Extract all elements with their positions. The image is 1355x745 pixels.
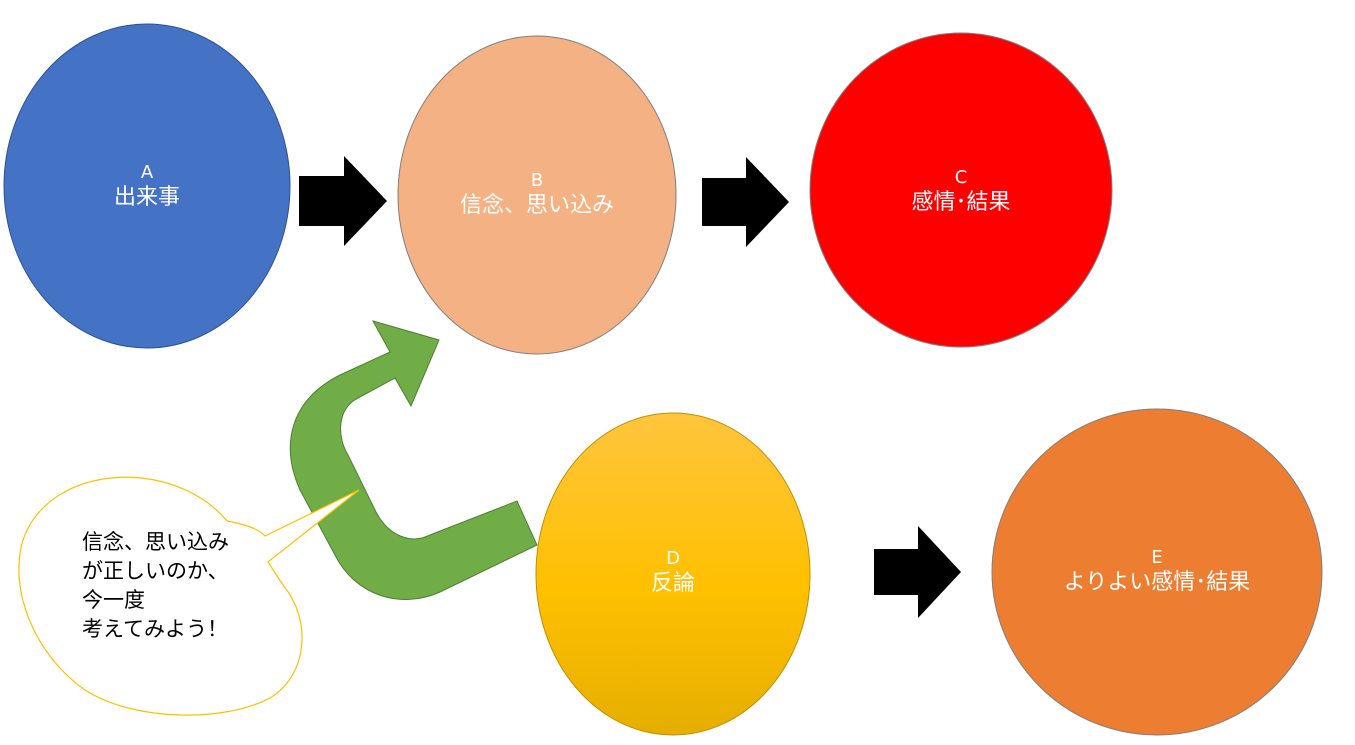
arrow-b-to-c [702,157,789,247]
node-a-letter: A [140,162,154,183]
node-b-letter: B [530,170,544,191]
node-b-circle [397,35,677,355]
node-e-label: E よりよい感情･結果 [1012,540,1302,604]
node-a-circle [3,23,291,349]
node-d-letter: D [666,548,680,569]
node-b-label: B 信念、思い込み [417,163,657,227]
node-d-label: D 反論 [573,541,773,605]
node-d-text: 反論 [650,571,695,597]
callout-line: 今一度 [82,587,145,612]
node-e-circle [991,408,1323,736]
node-e-text: よりよい感情･結果 [1063,570,1251,596]
speech-bubble [18,476,360,716]
callout-line: が正しいのか、 [82,558,229,583]
node-e-letter: E [1151,547,1163,568]
curved-arrow-d-to-b [289,320,538,600]
node-d-circle [535,412,811,736]
arrow-a-to-b [299,156,387,246]
node-c-text: 感情･結果 [911,190,1011,216]
node-c-letter: C [954,167,968,188]
node-a-label: A 出来事 [47,155,247,219]
node-a-text: 出来事 [113,185,180,211]
arrow-d-to-e [874,526,961,618]
node-b-text: 信念、思い込み [459,193,614,219]
callout-line: 信念、思い込み [82,530,229,554]
node-c-label: C 感情･結果 [841,160,1081,224]
callout-line: 考えてみよう！ [82,616,228,641]
speech-bubble-text: 信念、思い込み が正しいのか、 今一度 考えてみよう！ [82,528,229,644]
node-c-circle [809,32,1113,348]
